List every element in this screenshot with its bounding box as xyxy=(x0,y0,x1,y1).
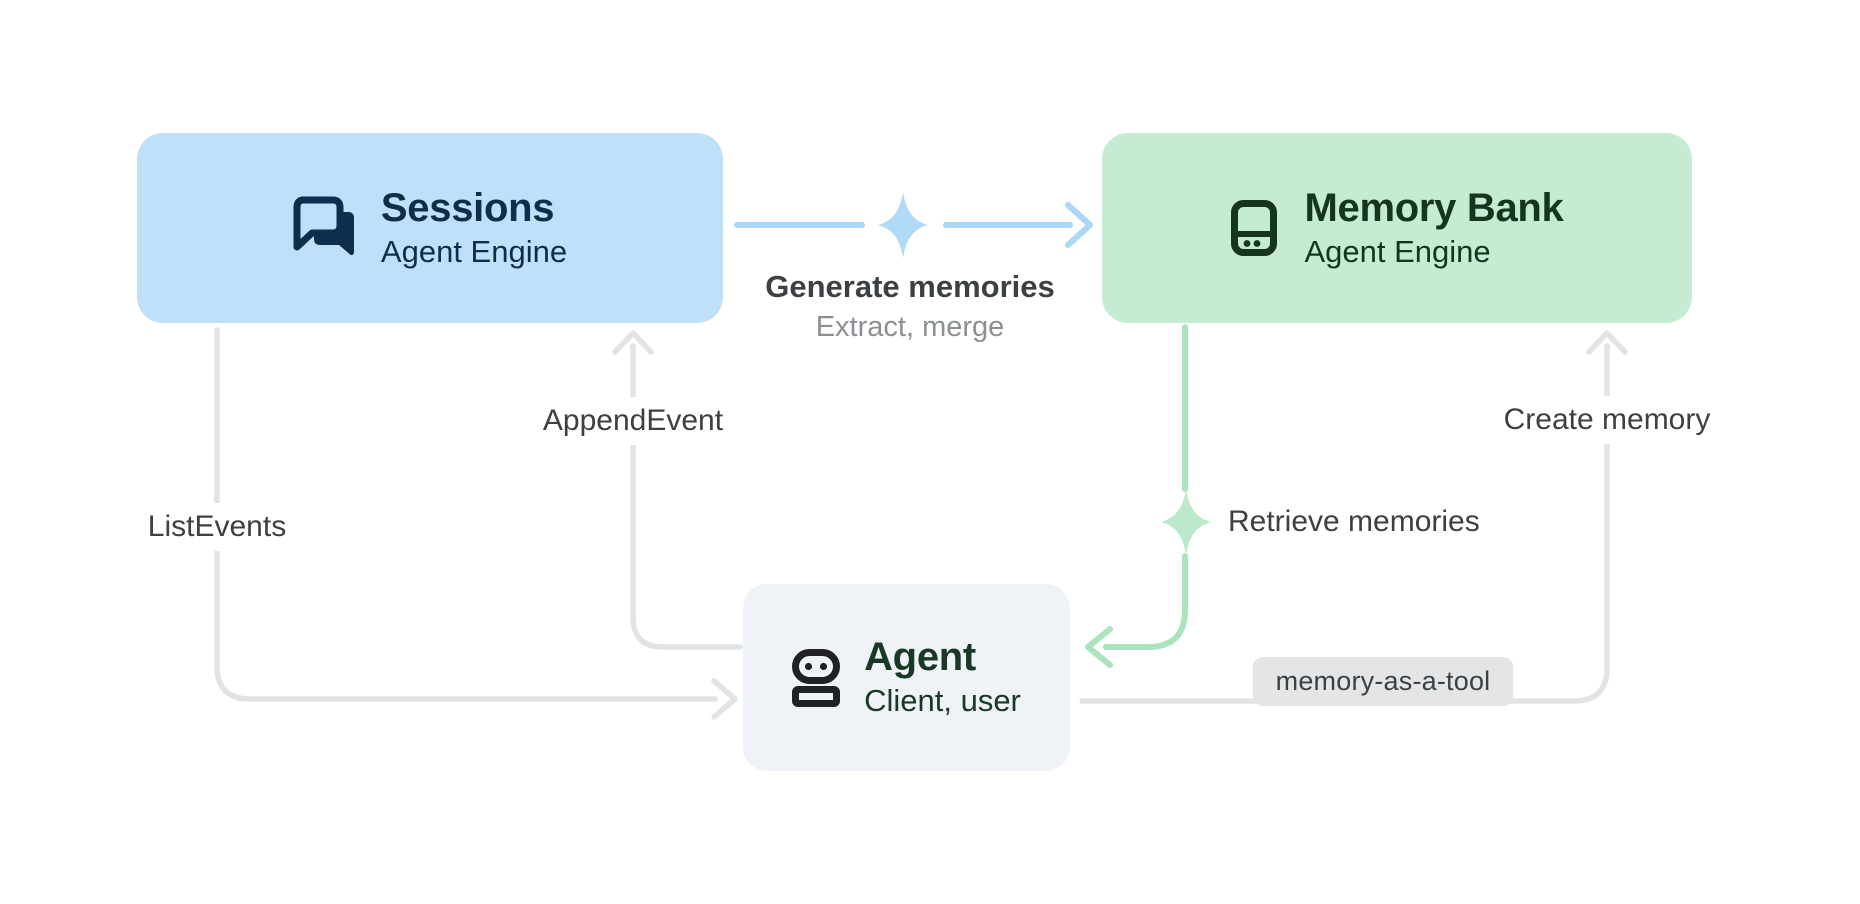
memory-bank-title: Memory Bank xyxy=(1304,185,1564,230)
node-memory-bank: Memory Bank Agent Engine xyxy=(1102,133,1692,323)
retrieve-memories-label: Retrieve memories xyxy=(1228,505,1480,538)
create-memory-line xyxy=(1079,343,1610,704)
generate-memories-arrowhead xyxy=(1065,202,1093,248)
sessions-subtitle: Agent Engine xyxy=(380,233,568,269)
sessions-title: Sessions xyxy=(380,185,555,230)
generate-memories-label: Generate memories xyxy=(765,269,1055,304)
extract-merge-sublabel: Extract, merge xyxy=(815,311,1005,343)
agent-title: Agent xyxy=(864,635,976,679)
memory-bank-subtitle: Agent Engine xyxy=(1304,233,1491,269)
agent-subtitle: Client, user xyxy=(864,683,1021,718)
blue-sparkle-icon xyxy=(878,192,928,258)
list-events-line xyxy=(214,327,718,702)
create-memory-arrowhead xyxy=(1586,330,1628,355)
storage-icon xyxy=(1231,200,1278,256)
create-memory-label: Create memory xyxy=(1490,396,1724,444)
append-event-arrowhead xyxy=(612,330,654,355)
list-events-arrowhead xyxy=(711,678,738,720)
node-sessions: Sessions Agent Engine xyxy=(137,133,723,323)
memory-as-a-tool-badge: memory-as-a-tool xyxy=(1253,657,1513,706)
list-events-label: ListEvents xyxy=(134,503,300,551)
append-event-line xyxy=(630,343,743,650)
retrieve-memories-line-bottom xyxy=(1103,553,1188,650)
robot-icon xyxy=(792,648,841,707)
node-agent: Agent Client, user xyxy=(743,584,1070,771)
retrieve-memories-arrowhead xyxy=(1085,626,1113,668)
generate-memories-label-group: Generate memories Extract, merge xyxy=(765,268,1054,346)
append-event-label: AppendEvent xyxy=(529,397,737,445)
green-sparkle-icon xyxy=(1161,489,1211,555)
chat-bubbles-icon xyxy=(293,196,354,256)
